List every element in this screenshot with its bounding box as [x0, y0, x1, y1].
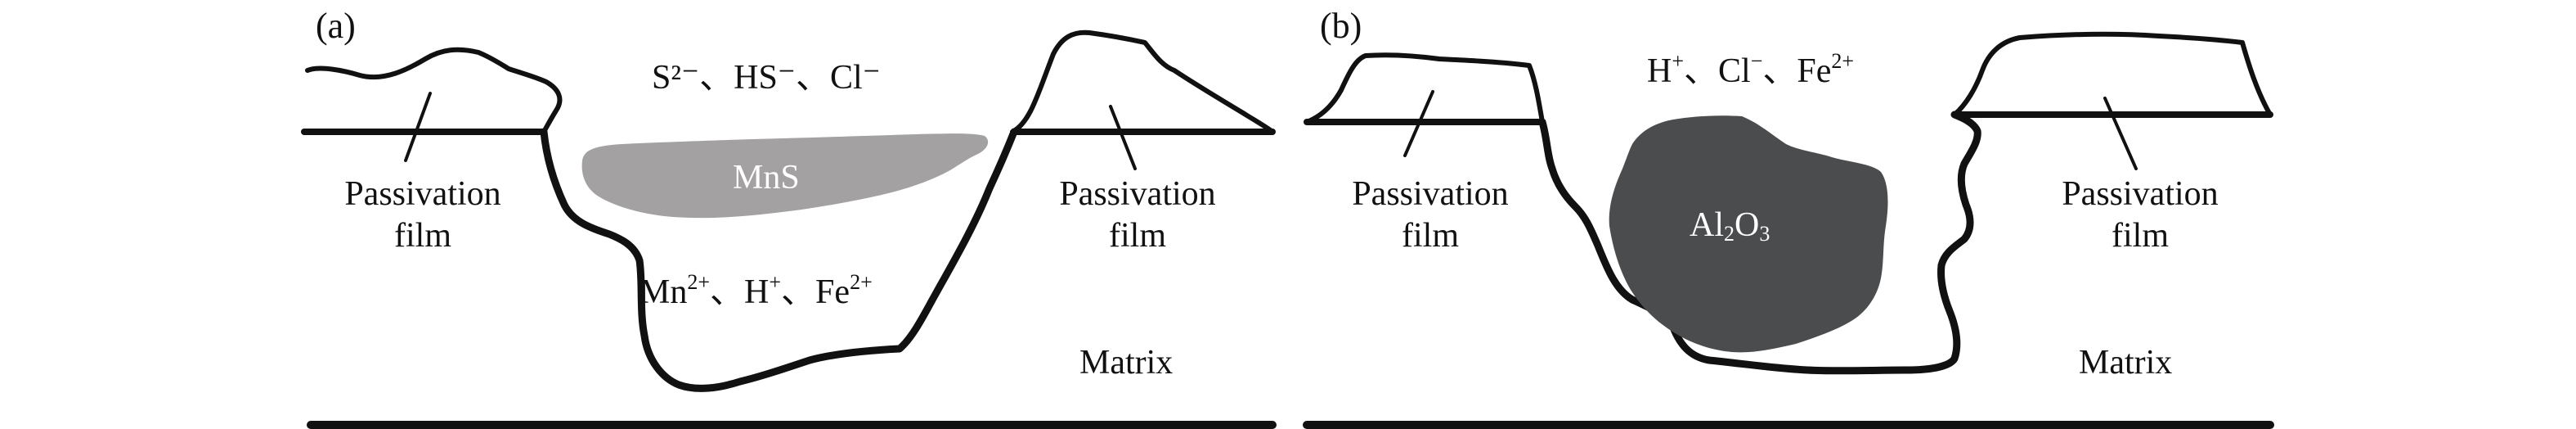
al2o3-inclusion-shape: [1609, 115, 1888, 353]
ion-h-charge: +: [769, 270, 782, 294]
film-label-line2: film: [394, 217, 451, 255]
film-pointer-left-a: [404, 92, 432, 162]
ions-bottom-a: Mn2+、H+、Fe2+: [640, 270, 873, 311]
passivation-film-left-shape-b: [1304, 52, 1545, 124]
film-pointer-right-a: [1109, 105, 1137, 170]
passivation-film-label-right-a: Passivation film: [1027, 174, 1248, 257]
ion-mn-charge: 2+: [687, 270, 711, 294]
film-label-line1: Passivation: [344, 175, 501, 213]
inclusion-label-al2o3: Al2O3: [1690, 208, 1770, 245]
ion-cl-charge: −: [1750, 49, 1763, 73]
film-label-line2: film: [1109, 217, 1166, 255]
o-symbol: O: [1735, 206, 1760, 244]
passivation-film-right-shape-b: [1952, 31, 2273, 117]
passivation-film-right-shape-a: [1010, 29, 1275, 134]
film-pointer-left-b: [1403, 90, 1434, 157]
corrosion-pit-outline-a: [540, 128, 1018, 392]
panel-label-b: (b): [1320, 6, 1362, 46]
passivation-film-label-left-b: Passivation film: [1320, 174, 1541, 257]
corrosion-pit-outline-b: [1538, 111, 1981, 375]
film-label-line1: Passivation: [2062, 175, 2219, 213]
al-subscript: 2: [1724, 222, 1735, 246]
film-label-line1: Passivation: [1059, 175, 1216, 213]
ion-sep-fe: 、Fe: [781, 273, 850, 311]
passivation-film-label-right-b: Passivation film: [2030, 174, 2251, 257]
ion-fe-charge-b: 2+: [1831, 49, 1855, 73]
ions-top-a: S²⁻、HS⁻、Cl⁻: [652, 59, 881, 97]
ion-mn: Mn: [640, 273, 688, 311]
film-label-line1: Passivation: [1352, 175, 1509, 213]
film-label-line2: film: [1402, 217, 1459, 255]
o-subscript: 3: [1759, 222, 1770, 246]
film-label-line2: film: [2112, 217, 2169, 255]
al-symbol: Al: [1690, 206, 1724, 244]
passivation-film-left-shape-a: [305, 47, 563, 134]
ion-fe-charge: 2+: [850, 270, 873, 294]
inclusion-label-mns: MnS: [733, 159, 800, 196]
ion-sep-cl: 、Cl: [1684, 52, 1751, 90]
passivation-film-label-left-a: Passivation film: [312, 174, 533, 257]
ion-h: H: [1647, 52, 1672, 90]
ion-sep-h: 、H: [710, 273, 770, 311]
matrix-label-a: Matrix: [1079, 344, 1174, 382]
ion-sep-fe-b: 、Fe: [1762, 52, 1832, 90]
film-pointer-right-b: [2103, 97, 2138, 170]
mns-inclusion-shape: [581, 133, 989, 219]
matrix-label-b: Matrix: [2079, 344, 2173, 382]
ions-top-b: H+、Cl−、Fe2+: [1647, 49, 1855, 90]
panel-label-a: (a): [316, 6, 356, 46]
ion-h-charge-b: +: [1672, 49, 1685, 73]
